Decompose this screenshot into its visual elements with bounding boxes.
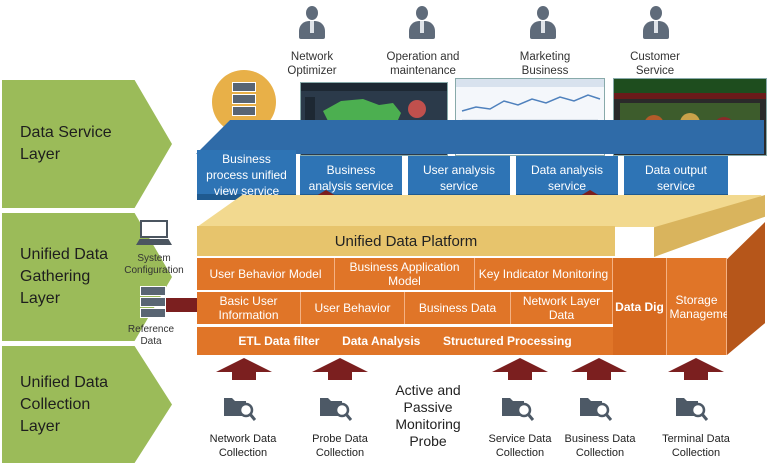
up-arrow (216, 358, 272, 380)
platform-title: Unified Data Platform (334, 232, 478, 250)
service-data-output: Data output service (624, 156, 728, 200)
data-dig-block: Data Dig (613, 258, 667, 355)
network-layer-data: Network Layer Data (511, 292, 613, 324)
structured-processing: Structured Processing (442, 334, 572, 348)
computer-icon (136, 220, 172, 250)
user-behavior: User Behavior (301, 292, 405, 324)
user-behavior-model: User Behavior Model (197, 258, 335, 290)
service-data-collection: Service Data Collection (488, 433, 552, 459)
service-user-analysis: User analysis service (408, 156, 510, 200)
side-block-depth (727, 222, 765, 355)
reference-data-label: Reference Data (127, 324, 175, 347)
up-arrow (668, 358, 724, 380)
business-data: Business Data (405, 292, 511, 324)
reference-database-icon (140, 286, 166, 320)
layer-label: Unified Data Collection Layer (20, 373, 109, 435)
database-icon (232, 82, 256, 118)
up-arrow (571, 358, 627, 380)
folder-search-icon (578, 392, 613, 422)
role-customer-service: Customer Service (630, 51, 680, 77)
person-icon (407, 4, 437, 40)
person-icon (297, 4, 327, 40)
folder-search-icon (674, 392, 709, 422)
folder-search-icon (318, 392, 353, 422)
business-application-model: Business Application Model (335, 258, 475, 290)
business-data-collection: Business Data Collection (564, 433, 636, 459)
reference-connector (166, 298, 197, 312)
layer-label: Data Service Layer (20, 124, 112, 163)
up-arrow (312, 358, 368, 380)
role-network-optimizer: Network Optimizer (287, 51, 337, 77)
folder-search-icon (500, 392, 535, 422)
data-analysis: Data Analysis (342, 334, 421, 348)
network-data-collection: Network Data Collection (209, 433, 277, 459)
service-bar-top (196, 120, 764, 154)
folder-search-icon (222, 392, 257, 422)
monitoring-probe-label: Active and Passive Monitoring Probe (395, 382, 461, 449)
terminal-data-collection: Terminal Data Collection (662, 433, 730, 459)
system-configuration-label: System Configuration (124, 253, 184, 276)
service-business-process-unified-view: Business process unified view service (197, 150, 296, 200)
up-arrow (492, 358, 548, 380)
layer-data-service: Data Service Layer (2, 80, 172, 208)
platform-top-slab (197, 195, 762, 227)
person-icon (641, 4, 671, 40)
layer-unified-data-collection: Unified Data Collection Layer (2, 346, 172, 463)
layer-label: Unified Data Gathering Layer (20, 246, 109, 307)
role-marketing-business: Marketing Business (519, 51, 571, 77)
processing-bar: ETL Data filter Data Analysis Structured… (197, 327, 613, 355)
key-indicator-monitoring: Key Indicator Monitoring (475, 258, 613, 290)
unified-data-platform: Unified Data Platform (197, 226, 615, 256)
role-operation-maintenance: Operation and maintenance (386, 51, 460, 77)
etl-data-filter: ETL Data filter (238, 334, 320, 348)
storage-management-block: Storage Management (667, 258, 740, 355)
basic-user-information: Basic User Information (197, 292, 301, 324)
probe-data-collection: Probe Data Collection (312, 433, 368, 459)
person-icon (528, 4, 558, 40)
